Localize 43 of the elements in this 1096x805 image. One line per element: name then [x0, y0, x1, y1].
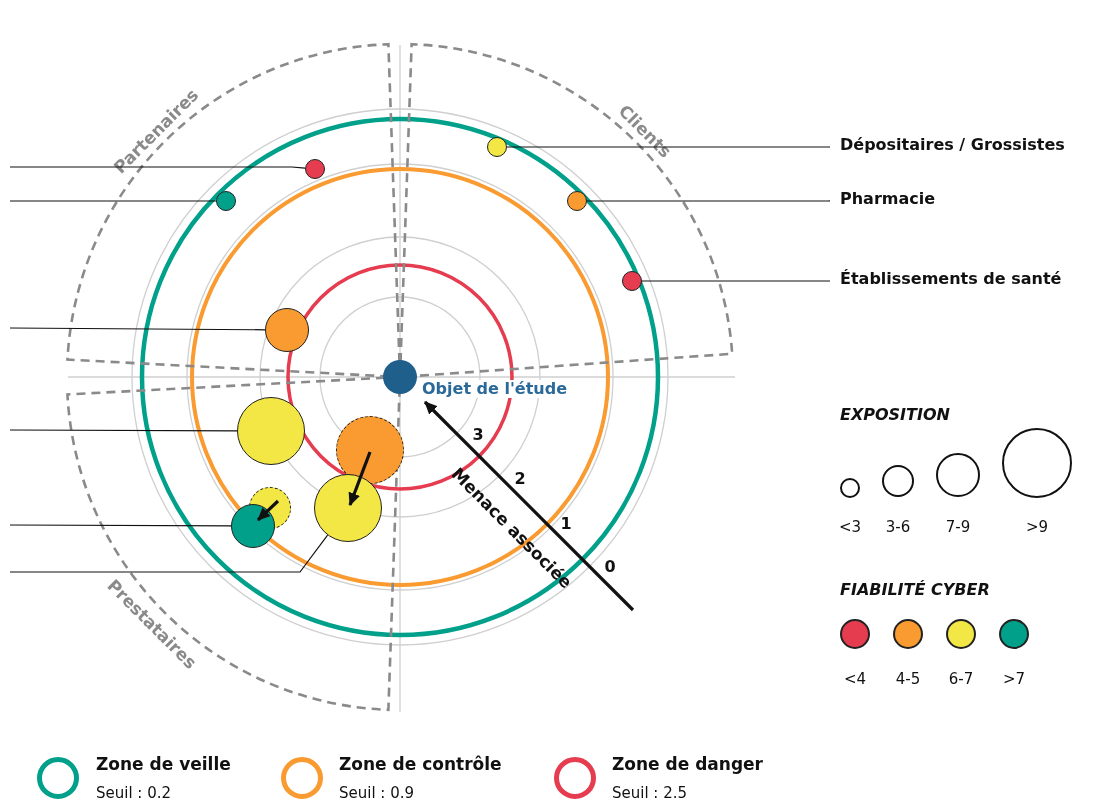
bubble-marker: [487, 137, 507, 157]
scale-number: 0: [604, 556, 616, 576]
bubble-marker: [314, 474, 382, 542]
bubble-marker: [305, 159, 325, 179]
callout-label: Établissements de santé: [830, 269, 1062, 288]
legend-label: 7-9: [945, 518, 971, 536]
arrow: [423, 400, 635, 612]
leader-line: [586, 200, 831, 202]
bubble-marker: [265, 308, 309, 352]
leader-line: [506, 146, 831, 148]
threshold-label: Seuil : 2.5: [612, 784, 688, 802]
leader-line: [9, 200, 217, 202]
arrow: [256, 499, 280, 522]
leader-line: [9, 429, 238, 432]
legend-label: >7: [1002, 670, 1026, 688]
callout-label: Dépositaires / Grossistes: [830, 135, 1065, 154]
legend-label: 4-5: [895, 670, 921, 688]
callout-label: Pharmacie: [830, 189, 936, 208]
legend-label: 3-6: [885, 518, 911, 536]
legend-label: Zone de danger: [612, 754, 763, 774]
legend-label: <3: [838, 518, 862, 536]
scale-number: 2: [514, 468, 526, 488]
bubble-marker: [336, 416, 404, 484]
legend-label: Zone de contrôle: [339, 754, 502, 774]
threshold-label: Seuil : 0.9: [339, 784, 415, 802]
leader-line: [9, 524, 232, 527]
bubble-marker: [622, 271, 642, 291]
legend-label: <4: [843, 670, 867, 688]
leader-line: [9, 534, 329, 573]
legend-heading: FIABILITÉ CYBER: [840, 580, 990, 599]
scale-number: 3: [472, 424, 484, 444]
legend-label: Zone de veille: [96, 754, 231, 774]
bubble-marker: [567, 191, 587, 211]
threshold-label: Seuil : 0.2: [96, 784, 172, 802]
leader-line: [9, 327, 266, 331]
center-label: Objet de l'étude: [422, 380, 568, 399]
leader-line: [641, 280, 831, 282]
leader-line: [9, 166, 306, 169]
legend-label: 6-7: [948, 670, 974, 688]
arrow: [348, 451, 372, 506]
legend-label: >9: [1025, 518, 1049, 536]
bubble-marker: [216, 191, 236, 211]
legend-heading: EXPOSITION: [840, 405, 950, 424]
